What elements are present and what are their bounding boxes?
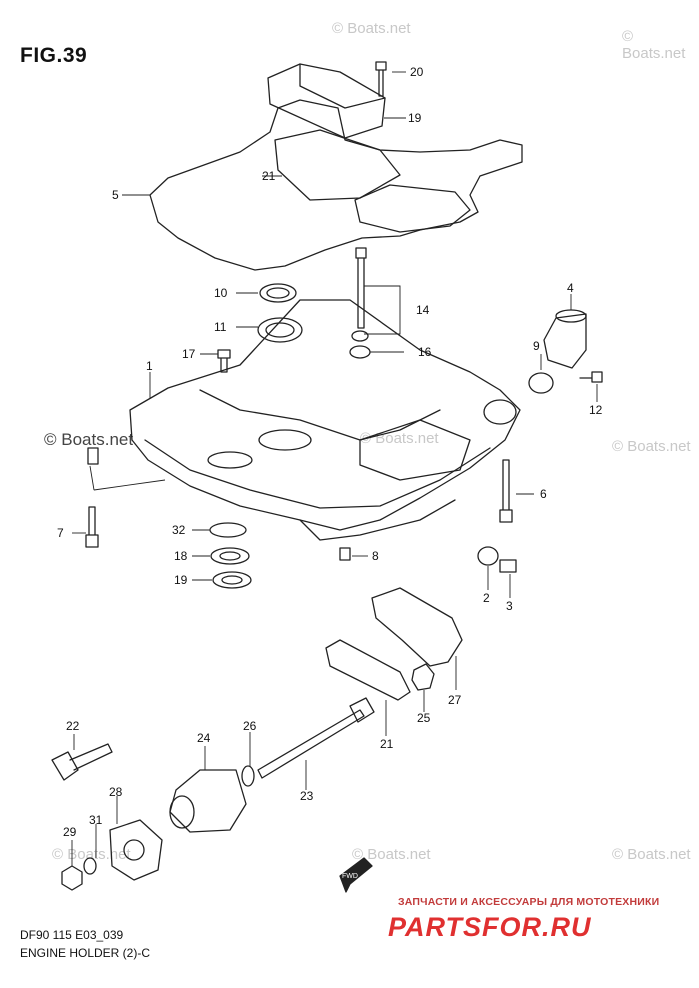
watermark: © Boats.net: [352, 846, 431, 863]
cover-plate: [267, 63, 386, 139]
fwd-label: FWD: [342, 873, 358, 880]
callout: 5: [112, 188, 119, 202]
callout: 17: [182, 347, 196, 361]
watermark: © Boats.net: [44, 430, 134, 449]
bolt-21: [375, 61, 387, 97]
callout: 29: [63, 825, 77, 839]
watermark: © Boats.net: [360, 430, 439, 447]
washer-2: [477, 546, 499, 566]
callout: 9: [533, 339, 540, 353]
fwd-arrow: [339, 857, 373, 893]
callout: 16: [418, 345, 432, 359]
ring-32: [209, 522, 247, 538]
callout: 27: [448, 693, 462, 707]
watermark: © Boats.net: [612, 438, 691, 455]
callout: 19: [174, 573, 188, 587]
watermark: © Boats.net: [332, 20, 411, 37]
promo-tagline: ЗАПЧАСТИ И АКСЕССУАРЫ ДЛЯ МОТОТЕХНИКИ: [398, 896, 660, 908]
callout: 22: [66, 719, 80, 733]
bolt-18: [217, 349, 231, 373]
callout: 18: [174, 549, 188, 563]
brand-logo[interactable]: PARTSFOR.RU: [388, 912, 592, 942]
callout: 19: [408, 111, 422, 125]
callout: 21: [380, 737, 394, 751]
seal-11: [257, 317, 303, 343]
callout: 28: [109, 785, 123, 799]
callout: 20: [410, 65, 424, 79]
callout: 31: [89, 813, 103, 827]
callout: 12: [589, 403, 603, 417]
callout: 23: [300, 789, 314, 803]
bolt-6: [499, 459, 513, 523]
callout: 26: [243, 719, 257, 733]
bolt-7: [85, 506, 99, 548]
figure-title: FIG.39: [20, 44, 88, 67]
callout: 24: [197, 731, 211, 745]
engine-holder-body: [129, 299, 521, 531]
watermark: © Boats.net: [622, 28, 686, 62]
o-ring-9: [528, 372, 554, 394]
callout: 21: [262, 169, 276, 183]
callout: 1: [146, 359, 153, 373]
callout: 2: [483, 591, 490, 605]
callout: 25: [417, 711, 431, 725]
callout: 11: [214, 320, 227, 334]
figure-name: ENGINE HOLDER (2)-C: [20, 946, 151, 960]
bracket-27: [371, 587, 463, 667]
bolt-29: [51, 743, 113, 781]
callout: 32: [172, 523, 186, 537]
mount-24: [169, 769, 247, 833]
callout: 7: [57, 526, 64, 540]
callout: 6: [540, 487, 547, 501]
housing-28: [109, 819, 163, 881]
pin-8: [339, 547, 351, 561]
figure-code: DF90 115 E03_039: [20, 928, 124, 942]
watermark: © Boats.net: [612, 846, 691, 863]
plate-22: [325, 639, 411, 701]
stud-23: [257, 709, 365, 779]
washer-31: [83, 857, 97, 875]
bearing-17: [212, 571, 252, 589]
gasket-inner-right: [354, 184, 471, 233]
plug-3: [499, 559, 517, 573]
callout: 10: [214, 286, 228, 300]
callout: 14: [416, 303, 430, 317]
gasket-inner-left: [274, 129, 401, 201]
washer-14: [349, 345, 371, 359]
gasket-outline: [149, 99, 523, 271]
callout: 3: [506, 599, 513, 613]
callout: 8: [372, 549, 379, 563]
washer-26: [241, 765, 255, 787]
bolt-12: [579, 371, 603, 383]
nut-25: [411, 663, 435, 691]
callout: 4: [567, 281, 574, 295]
nut-30: [61, 865, 83, 891]
bearing-16: [210, 547, 250, 565]
bolt-13: [355, 247, 367, 329]
seal-10: [259, 283, 297, 303]
